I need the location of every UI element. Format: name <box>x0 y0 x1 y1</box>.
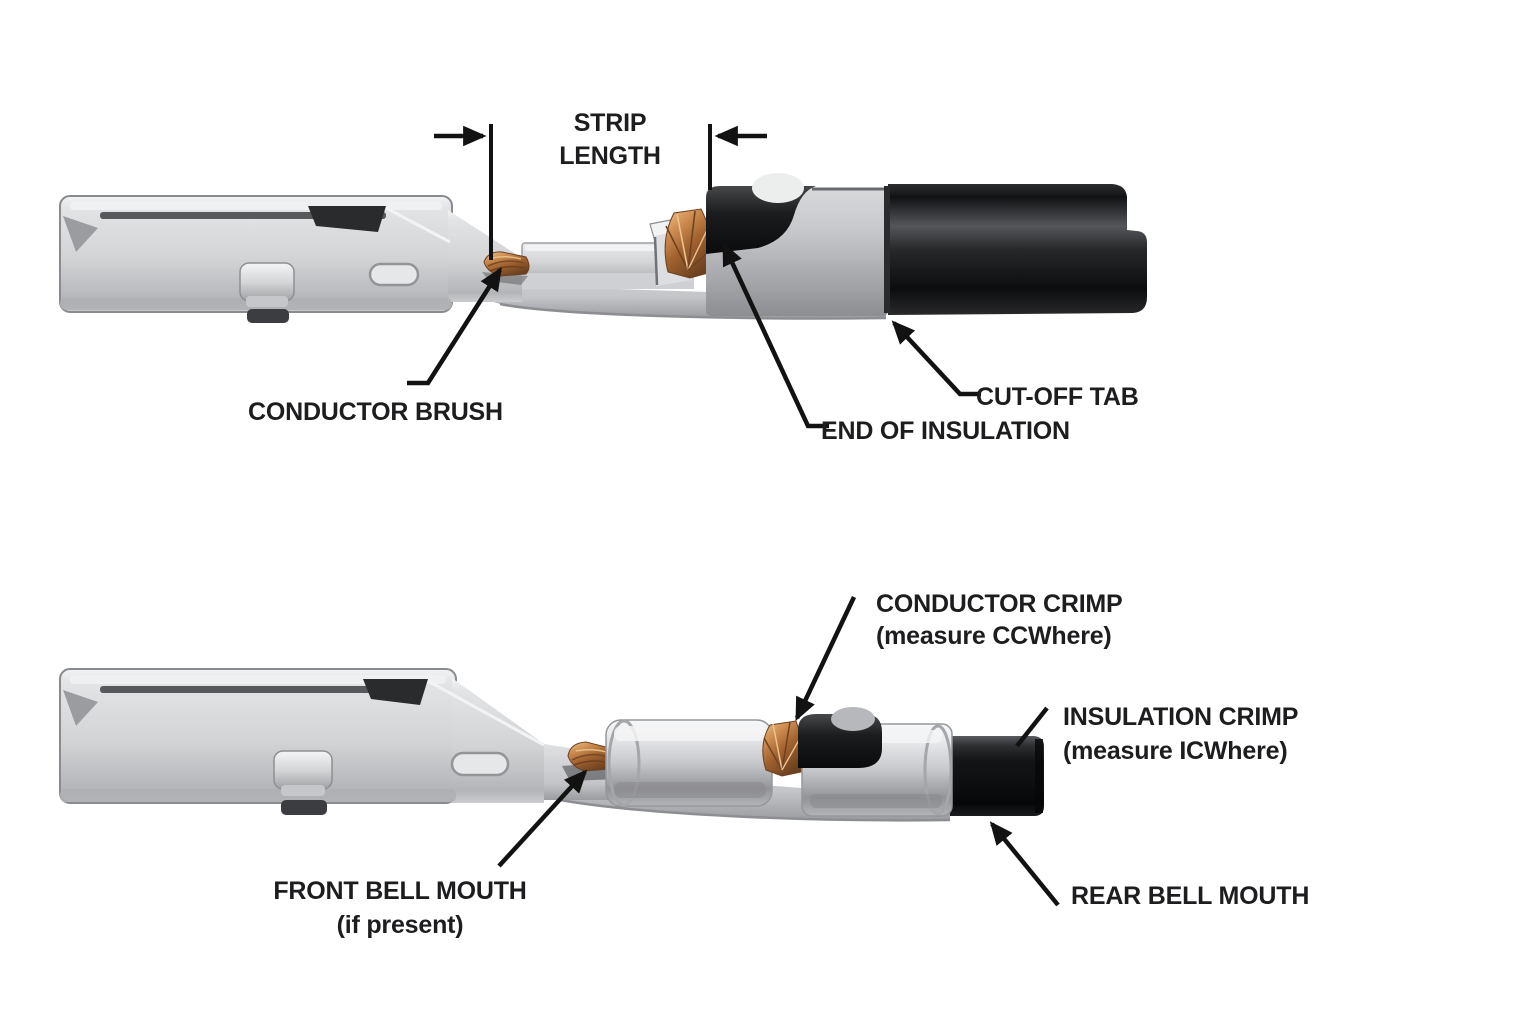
wire-barrel-trough-top <box>521 242 695 289</box>
insulation-crimp-line2: (measure ICWhere) <box>1063 737 1288 765</box>
oval-slot-top <box>368 262 420 287</box>
locking-lance-notch-top <box>308 206 386 232</box>
body-left-chamfer-bottom <box>63 690 98 726</box>
wire-bottom <box>950 736 1044 816</box>
sleeve-wire-seam-top <box>884 186 890 313</box>
terminal-body-bottom <box>59 668 545 815</box>
body-bottom-seam-bottom <box>60 789 456 802</box>
cut-off-tab-leader <box>891 320 981 397</box>
conductor-strands-bottom <box>762 720 804 777</box>
barrel-cap-seam <box>607 719 641 807</box>
strip-length-line2: LENGTH <box>559 142 661 170</box>
conductor-crimp-label: CONDUCTOR CRIMP (measure CCWhere) <box>876 588 1123 652</box>
terminal-illustration-bottom <box>59 668 1044 822</box>
conductor-brush-leader <box>407 267 502 386</box>
tongue-bottom-seam-top <box>499 302 887 320</box>
annotation-lines <box>407 124 1060 907</box>
front-bell-mouth-label: FRONT BELL MOUTH (if present) <box>259 874 541 942</box>
insulation-segment-bottom <box>798 707 882 768</box>
front-bell-mouth-line2: (if present) <box>336 911 464 939</box>
insulation-crimp-leader <box>1015 706 1049 748</box>
insulation-crimp-line1: INSULATION CRIMP <box>1063 703 1299 731</box>
retention-button-bottom <box>273 750 333 815</box>
retention-button-top <box>239 262 295 323</box>
crimp-seam-crescent-bottom <box>831 707 875 731</box>
terminal-body-top <box>59 195 522 323</box>
conductor-strands-top <box>664 208 714 279</box>
rear-bell-mouth-leader <box>989 821 1060 907</box>
body-left-chamfer-top <box>63 216 98 252</box>
body-flange-slot-bottom <box>100 686 388 693</box>
crimp-seam-crescent-top <box>752 173 804 203</box>
strip-length-line1: STRIP <box>573 109 647 137</box>
locking-lance-notch-bottom <box>363 679 428 705</box>
front-bell-mouth-line1: FRONT BELL MOUTH <box>273 877 527 905</box>
cut-off-tab-label: CUT-OFF TAB <box>976 383 1139 411</box>
end-of-insulation-leader <box>721 241 829 429</box>
conductor-brush-label: CONDUCTOR BRUSH <box>248 398 503 426</box>
insulation-end-top <box>706 173 816 254</box>
conductor-crimp-line1: CONDUCTOR CRIMP <box>876 590 1123 618</box>
wire-top <box>884 184 1147 315</box>
end-of-insulation-label: END OF INSULATION <box>821 417 1070 445</box>
tongue-bottom-seam-bottom <box>559 798 951 822</box>
conductor-crimp-barrel <box>605 719 773 807</box>
strip-length-label: STRIP LENGTH <box>497 107 723 173</box>
conductor-crimp-leader <box>794 596 857 722</box>
body-top-flange-highlight-bottom <box>70 675 446 684</box>
barrel-cap-seam-rear <box>923 724 953 816</box>
rear-bell-mouth-label: REAR BELL MOUTH <box>1071 882 1310 910</box>
oval-slot-bottom <box>450 751 510 777</box>
conductor-crimp-line2: (measure CCWhere) <box>876 622 1112 650</box>
terminal-illustration-top <box>59 173 1147 323</box>
front-bell-mouth-leader <box>497 769 588 868</box>
insulation-crimp-label: INSULATION CRIMP (measure ICWhere) <box>1063 700 1298 768</box>
